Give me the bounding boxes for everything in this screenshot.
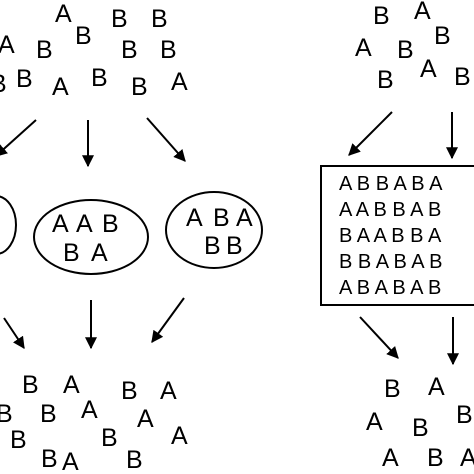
letter: B [151,5,168,33]
letter: B [226,232,243,260]
letter: B [41,445,58,473]
ellipse-partial [0,195,17,255]
letter: A [81,396,98,424]
letter: B [384,375,401,403]
letter: B [16,65,33,93]
letter: B [22,371,39,399]
ellipse-right [165,191,263,269]
letter: B [397,36,414,64]
right-bottom-arrows [359,316,459,366]
letter: B [126,446,143,474]
arrow [348,111,393,156]
letter: A [52,210,69,238]
arrow [146,117,186,162]
grid-row: A B A B A B [339,277,441,299]
letter: A [62,448,79,474]
letter: B [111,5,128,33]
letter: B [10,426,27,454]
left-bottom-cluster: B A B A B B A A B B A B A B [0,371,188,474]
letter: A [55,0,72,28]
grid-row: B A A B B A [339,225,442,247]
letter: B [101,424,118,452]
arrow [151,297,185,343]
letter: B [160,36,177,64]
letter: A [160,377,177,405]
left-ellipses: A A B B A A B A B B [0,191,263,275]
arrow [359,316,399,359]
letter: B [373,2,390,30]
letter: A [236,204,253,232]
right-bottom-cluster: B A A B B A B A [366,373,474,472]
letter: B [63,239,80,267]
letter: B [91,64,108,92]
grid-row: B B A B A B [339,251,442,273]
letter: B [121,36,138,64]
letter: A [76,210,93,238]
letter: A [137,405,154,433]
grid-row: A B B A B A [339,173,443,195]
ellipse-middle [33,199,149,275]
letter: B [36,36,53,64]
letter: B [427,444,444,472]
letter: A [91,239,108,267]
letter: A [382,444,399,472]
letter: A [414,0,431,25]
left-top-cluster: A B B A B B B B B A B B A B [0,0,188,101]
letter: A [186,204,203,232]
letter: A [52,73,69,101]
right-top-cluster: B A A B B A B B [355,0,471,94]
arrow [0,119,37,157]
letter: B [40,400,57,428]
letter: B [0,400,13,428]
letter: A [171,422,188,450]
arrow [3,317,25,349]
letter: A [63,371,80,399]
letter: B [204,232,221,260]
letter: B [377,66,394,94]
letter: A [366,408,383,436]
right-top-arrows [348,111,458,160]
letter: B [454,63,471,91]
right-grid: A B B A B A A A B B A B B A A B B A B B … [320,165,474,306]
left-bottom-arrows [3,297,185,350]
letter: A [0,31,15,59]
letter: A [460,444,474,472]
grid-row: A A B B A B [339,199,441,221]
letter: B [434,22,451,50]
letter: B [213,204,230,232]
letter: A [420,55,437,83]
left-top-arrows [0,117,186,168]
letter: B [102,210,119,238]
letter: B [75,22,92,50]
letter: A [355,34,372,62]
letter: A [428,373,445,401]
letter: B [131,73,148,101]
letter: B [121,377,138,405]
letter: B [456,401,473,429]
grid-box [320,165,474,306]
letter: B [0,70,7,98]
letter: A [171,68,188,96]
letter: B [412,414,429,442]
